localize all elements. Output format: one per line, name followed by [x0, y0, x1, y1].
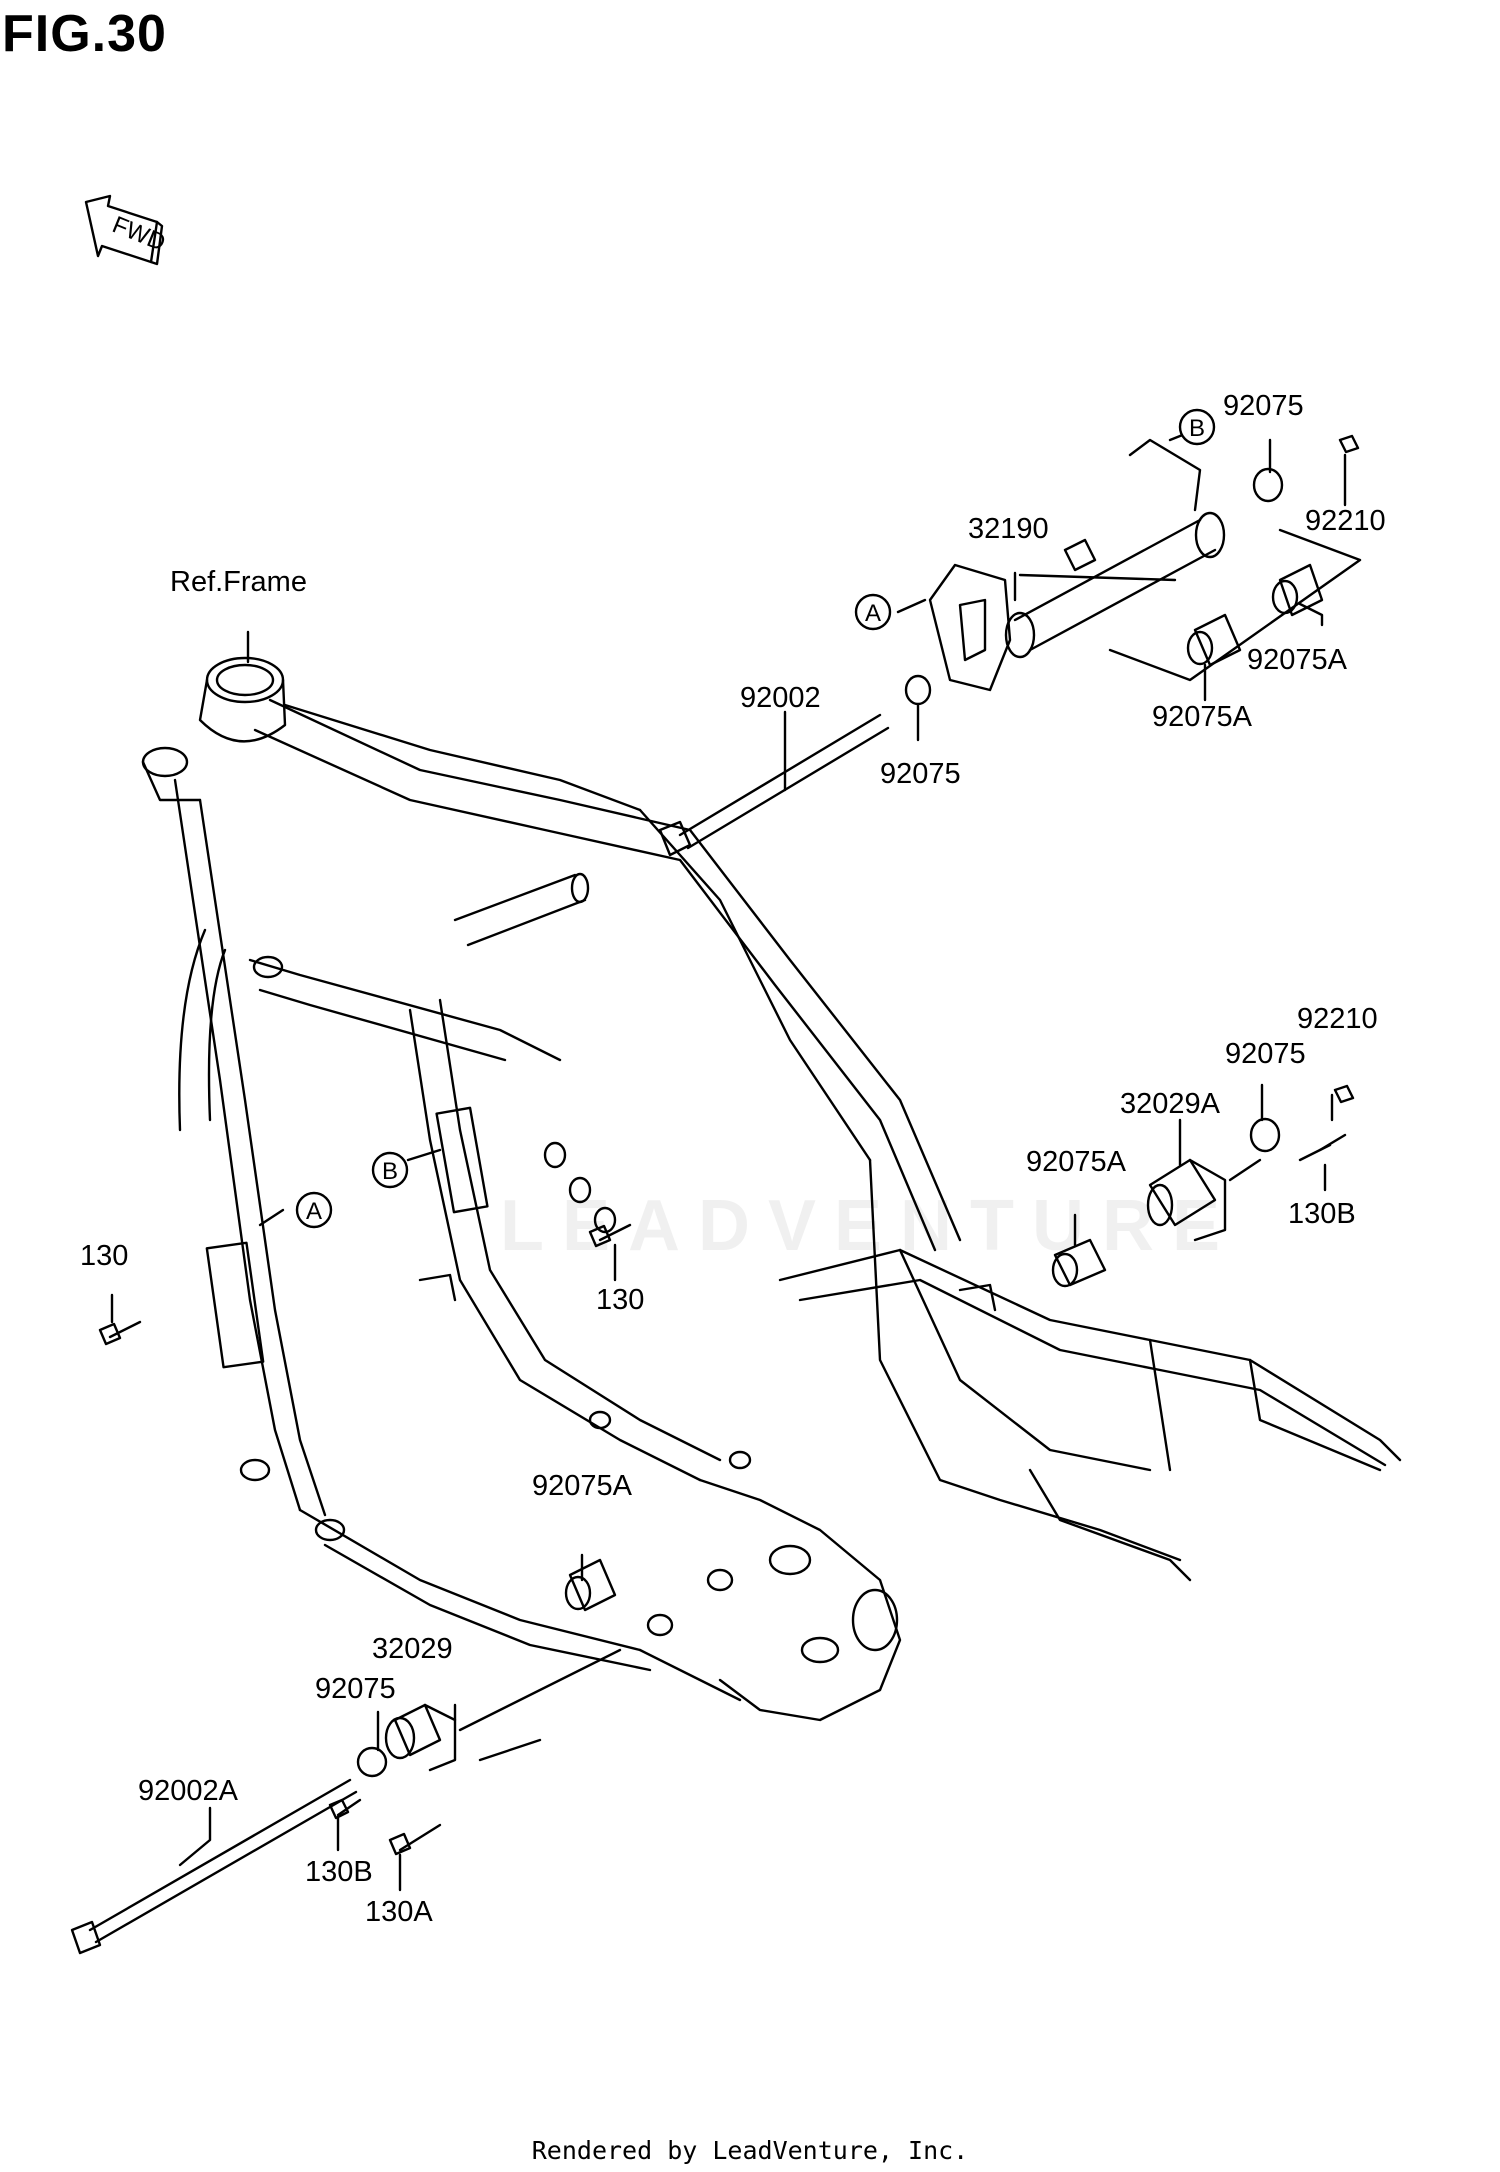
callout-92210-right: 92210	[1297, 1003, 1378, 1035]
callout-130A-lower: 130A	[365, 1896, 433, 1928]
mid-bolts	[98, 1223, 632, 1346]
upper-mount-assembly	[658, 434, 1362, 857]
svg-text:A: A	[865, 600, 881, 627]
marker-a-top: A	[854, 593, 892, 631]
svg-text:A: A	[306, 1198, 322, 1225]
callout-92210-top: 92210	[1305, 505, 1386, 537]
svg-text:B: B	[1189, 415, 1205, 442]
ref-frame-drawing	[141, 656, 1402, 1722]
callout-32029: 32029	[372, 1633, 453, 1665]
callout-130-left: 130	[80, 1240, 129, 1272]
fwd-arrow-icon: FWD	[84, 194, 169, 266]
callout-130B-lower: 130B	[305, 1856, 373, 1888]
watermark: LEADVENTURE	[500, 1186, 1239, 1266]
callout-92075-lower: 92075	[315, 1673, 396, 1705]
callout-92075A-mid: 92075A	[1152, 701, 1252, 733]
marker-b-top: B	[1178, 408, 1216, 446]
callout-92002: 92002	[740, 682, 821, 714]
right-mount-assembly	[1051, 1084, 1355, 1288]
callout-92075A-lower: 92075A	[532, 1470, 632, 1502]
callout-92002A: 92002A	[138, 1775, 238, 1807]
callout-92075-mid: 92075	[880, 758, 961, 790]
leader-lines	[110, 428, 1347, 1892]
svg-text:B: B	[382, 1158, 398, 1185]
callout-130-center: 130	[596, 1284, 645, 1316]
footer-credit: Rendered by LeadVenture, Inc.	[531, 2136, 969, 2165]
callout-92075A-right: 92075A	[1247, 644, 1347, 676]
callout-92075A-right2: 92075A	[1026, 1146, 1126, 1178]
callout-ref-frame: Ref.Frame	[170, 566, 307, 598]
figure-title: FIG.30	[2, 5, 167, 63]
callout-92075-right: 92075	[1225, 1038, 1306, 1070]
callout-92075-top: 92075	[1223, 390, 1304, 422]
marker-a-left: A	[295, 1191, 333, 1229]
callout-32029A: 32029A	[1120, 1088, 1220, 1120]
lower-mount-assembly	[70, 1558, 622, 1955]
callout-130B-right: 130B	[1288, 1198, 1356, 1230]
callout-32190: 32190	[968, 513, 1049, 545]
marker-b-left: B	[371, 1151, 409, 1189]
